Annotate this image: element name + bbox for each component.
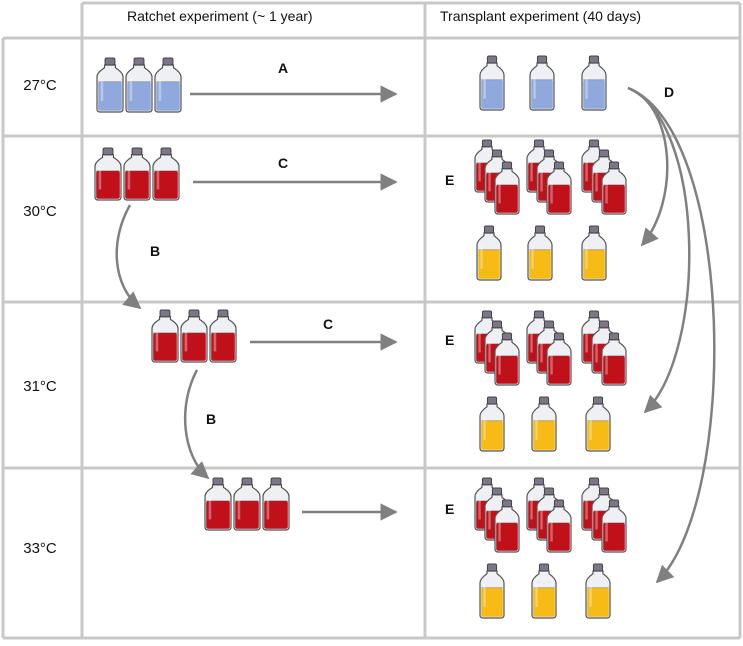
transplant-33-stack-1-front xyxy=(494,499,520,553)
label-c-31: C xyxy=(323,316,334,332)
ratchet-31-bottle-2 xyxy=(180,309,208,363)
arrow-d-33 xyxy=(627,86,716,584)
header-transplant: Transplant experiment (40 days) xyxy=(440,8,642,24)
ratchet-27-bottle-2 xyxy=(125,57,153,113)
transplant-27-bottle-1 xyxy=(479,55,505,111)
transplant-31-yellow-3 xyxy=(585,396,611,452)
ratchet-27-bottle-3 xyxy=(154,57,182,113)
ratchet-30-bottle-3 xyxy=(152,147,180,201)
bottles-layer xyxy=(94,55,627,619)
row-temp-27: 27°C xyxy=(23,77,57,94)
ratchet-33-bottle-2 xyxy=(233,477,261,531)
transplant-31-stack-1-front xyxy=(494,332,520,386)
transplant-33-yellow-1 xyxy=(479,563,505,619)
header-ratchet: Ratchet experiment (~ 1 year) xyxy=(127,8,313,24)
ratchet-30-bottle-1 xyxy=(94,147,122,201)
transplant-30-yellow-1 xyxy=(476,225,502,281)
transplant-33-stack-3-front xyxy=(601,499,627,553)
ratchet-31-bottle-3 xyxy=(209,309,237,363)
row-temp-30: 30°C xyxy=(23,203,57,220)
arrow-b-30 xyxy=(115,204,142,310)
transplant-30-stack-1-front xyxy=(494,161,520,215)
transplant-31-stack-3-front xyxy=(601,332,627,386)
arrows-layer xyxy=(115,85,716,584)
arrow-d-31 xyxy=(627,86,691,414)
label-e-33: E xyxy=(445,501,455,517)
transplant-31-yellow-2 xyxy=(531,396,557,452)
label-e-31: E xyxy=(445,332,455,348)
transplant-30-stack-3-front xyxy=(601,161,627,215)
row-temp-33: 33°C xyxy=(23,540,57,557)
ratchet-33-bottle-1 xyxy=(204,477,232,531)
arrow-b-31 xyxy=(183,369,210,480)
transplant-30-stack-2-front xyxy=(546,161,572,215)
label-b-30: B xyxy=(150,243,161,259)
ratchet-33-bottle-3 xyxy=(262,477,290,531)
ratchet-31-bottle-1 xyxy=(151,309,179,363)
transplant-30-yellow-2 xyxy=(527,225,553,281)
transplant-33-stack-2-front xyxy=(546,499,572,553)
transplant-33-yellow-3 xyxy=(585,563,611,619)
transplant-27-bottle-2 xyxy=(529,55,555,111)
transplant-27-bottle-3 xyxy=(581,55,607,111)
label-b-31: B xyxy=(206,411,217,427)
transplant-33-yellow-2 xyxy=(531,563,557,619)
row-temp-31: 31°C xyxy=(23,378,57,395)
label-c-30: C xyxy=(278,155,289,171)
transplant-31-stack-2-front xyxy=(546,332,572,386)
label-d: D xyxy=(664,84,675,100)
ratchet-30-bottle-2 xyxy=(123,147,151,201)
transplant-30-yellow-3 xyxy=(581,225,607,281)
arrow-d-30 xyxy=(627,86,669,247)
label-e-30: E xyxy=(445,172,455,188)
ratchet-27-bottle-1 xyxy=(96,57,124,113)
label-a: A xyxy=(278,60,289,76)
transplant-31-yellow-1 xyxy=(479,396,505,452)
